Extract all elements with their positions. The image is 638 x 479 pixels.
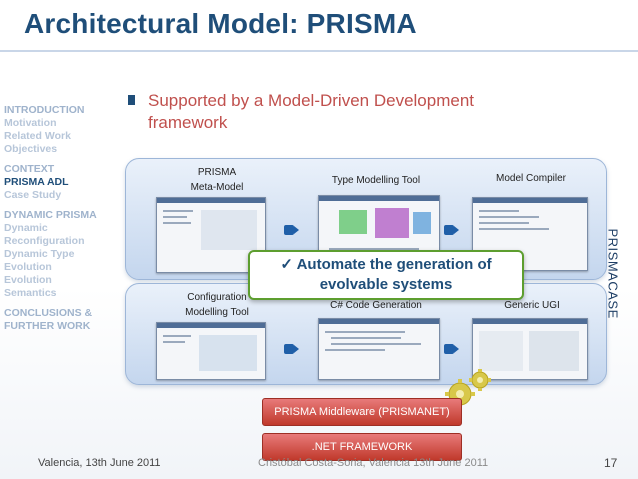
title-divider [0, 50, 638, 52]
sidebar-item: Evolution [4, 274, 52, 286]
sidebar-item: Dynamic Type [4, 248, 75, 260]
top-tools-panel: PRISMA Meta-Model Type Modelling Tool Mo… [125, 158, 607, 280]
caption-config-l2: Modelling Tool [185, 307, 249, 318]
sidebar-item: PRISMA ADL [4, 176, 69, 188]
caption-meta-model: PRISMA Meta-Model [152, 165, 282, 195]
config-tool-screenshot [156, 322, 266, 380]
prismacase-label: PRISMACASE [602, 228, 622, 320]
bullet-line-2: framework [148, 113, 228, 132]
page-number: 17 [604, 456, 618, 470]
caption-type-tool: Type Modelling Tool [331, 175, 421, 186]
caption-generic-ugi: Generic UGI [504, 300, 560, 311]
sidebar-item: CONTEXT [4, 163, 55, 175]
checkmark-icon: ✓ [280, 256, 293, 273]
sidebar-item: DYNAMIC PRISMA [4, 209, 97, 221]
meta-model-screenshot [156, 197, 266, 273]
footer-author: Cristóbal Costa-Soria, Valencia 13th Jun… [258, 457, 489, 469]
callout-line-1: Automate the generation of [296, 256, 492, 273]
sidebar-item: Objectives [4, 143, 58, 155]
middleware-box: PRISMA Middleware (PRISMANET) [262, 398, 462, 426]
sidebar-item: INTRODUCTION [4, 104, 85, 116]
sidebar-item: Case Study [4, 189, 62, 201]
sidebar-item: Reconfiguration [4, 235, 85, 247]
footer-date: Valencia, 13th June 2011 [38, 457, 161, 469]
sidebar-item: Dynamic [4, 222, 48, 234]
caption-model-compiler: Model Compiler [495, 173, 567, 184]
sidebar-item: Semantics [4, 287, 57, 299]
bullet-line-1: Supported by a Model-Driven Development [148, 91, 475, 110]
sidebar-item: Evolution [4, 261, 52, 273]
sidebar-item: CONCLUSIONS & [4, 307, 93, 319]
sidebar-item: Related Work [4, 130, 71, 142]
ugi-screenshot [472, 318, 588, 380]
caption-configuration: Configuration Modelling Tool [152, 290, 282, 320]
bullet-marker-icon [128, 95, 135, 105]
sidebar-item: Motivation [4, 117, 57, 129]
sidebar-item: FURTHER WORK [4, 320, 91, 332]
caption-config-l1: Configuration [187, 292, 247, 303]
prismacase-text: PRISMACASE [605, 228, 621, 319]
arrow-icon [444, 344, 459, 354]
arrow-icon [444, 225, 459, 235]
arrow-icon [284, 225, 299, 235]
bottom-tools-panel: Configuration Modelling Tool C# Code Gen… [125, 283, 607, 385]
caption-csharp: C# Code Generation [330, 300, 422, 311]
automation-callout: ✓ Automate the generation of evolvable s… [248, 250, 524, 300]
csharp-screenshot [318, 318, 440, 380]
dotnet-framework-box: .NET FRAMEWORK [262, 433, 462, 461]
slide-title: Architectural Model: PRISMA [24, 8, 417, 39]
callout-line-2: evolvable systems [319, 276, 453, 293]
caption-meta-model-l1: PRISMA [197, 167, 237, 178]
caption-meta-model-l2: Meta-Model [190, 182, 244, 193]
bullet-point: Supported by a Model-Driven Development … [128, 90, 598, 134]
arrow-icon [284, 344, 299, 354]
model-compiler-screenshot [472, 197, 588, 271]
